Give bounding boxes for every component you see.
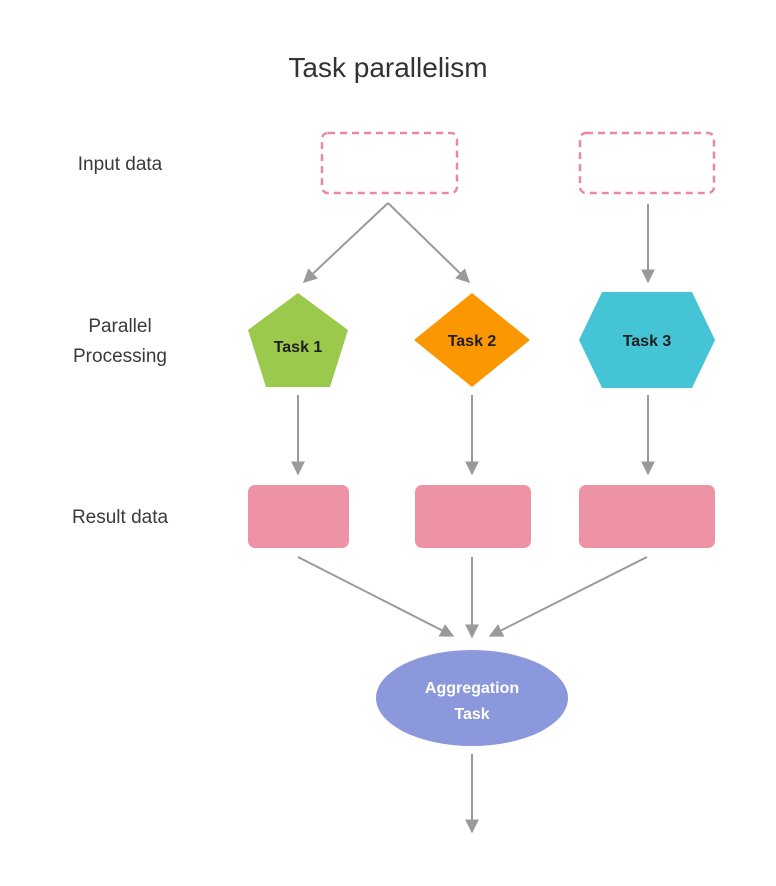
edge-result3-aggregation xyxy=(488,556,648,637)
aggregation-label-line2: Task xyxy=(454,706,489,723)
row-label-result: Result data xyxy=(72,507,169,528)
input-data-box-1 xyxy=(320,131,459,195)
diagram-title: Task parallelism xyxy=(288,52,487,83)
task-2-label: Task 2 xyxy=(448,333,497,350)
task-1-label: Task 1 xyxy=(274,339,323,356)
aggregation-label-line1: Aggregation xyxy=(425,680,519,697)
row-label-input: Input data xyxy=(78,154,163,175)
edge-result1-aggregation xyxy=(297,556,455,637)
input-data-box-2 xyxy=(578,131,716,195)
row-label-processing-line2: Processing xyxy=(73,346,167,367)
task-2-diamond xyxy=(414,293,530,387)
row-label-processing-line1: Parallel xyxy=(88,316,151,337)
result-data-box-1 xyxy=(248,485,349,548)
result-data-box-2 xyxy=(415,485,531,548)
result-data-box-3 xyxy=(579,485,715,548)
edge-input1-task1 xyxy=(302,202,389,283)
edge-input1-task2 xyxy=(387,202,471,283)
task-3-hexagon xyxy=(579,292,715,388)
task-3-label: Task 3 xyxy=(623,333,672,350)
aggregation-task-ellipse xyxy=(376,650,568,746)
task-1-pentagon xyxy=(248,293,348,387)
